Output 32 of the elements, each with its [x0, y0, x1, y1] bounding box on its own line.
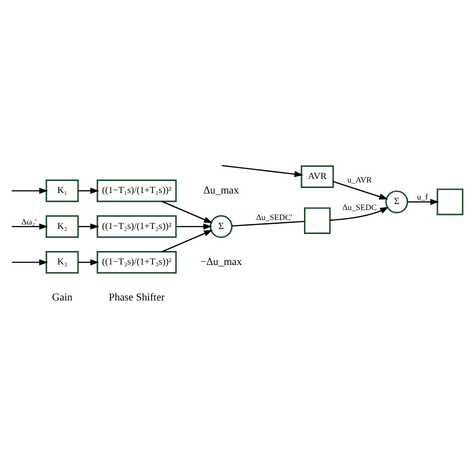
edge-label: Δu_SEDC′	[256, 213, 292, 222]
node-box: ((1−T₁s)/(1+T₁s))²	[96, 179, 177, 202]
edge-label: Δu_SEDC	[342, 203, 377, 212]
node-box: K₃	[46, 251, 79, 274]
arrow	[12, 188, 48, 194]
label: Gain	[52, 292, 72, 304]
node-box: ((1−T₂s)/(1+T₂s))²	[96, 215, 177, 238]
arrow	[12, 259, 48, 266]
arrow	[78, 259, 100, 266]
label: Phase Shifter	[108, 292, 165, 304]
edge-label: u_AVR	[347, 176, 372, 185]
arrow	[12, 223, 48, 230]
node-box	[304, 207, 331, 234]
node-box: ((1−T₃s)/(1+T₃s))²	[96, 251, 177, 274]
node-circle: Σ	[210, 215, 233, 238]
connector	[232, 220, 305, 226]
node-circle: Σ	[385, 190, 408, 214]
arrow	[78, 223, 100, 230]
label: −Δu_max	[200, 256, 242, 268]
arrow	[176, 223, 212, 230]
label: Δu_max	[203, 185, 239, 196]
node-box: K₂	[46, 215, 79, 238]
arrow	[330, 206, 389, 221]
arrow	[333, 181, 388, 200]
node-box	[436, 188, 464, 216]
arrow	[222, 164, 304, 178]
edge-label: Δω₂′	[21, 217, 37, 226]
node-box: K₁	[46, 179, 79, 202]
edge-label: u_f	[416, 192, 428, 202]
node-box: AVR	[300, 165, 334, 188]
arrow	[408, 198, 440, 205]
arrow	[78, 188, 100, 194]
